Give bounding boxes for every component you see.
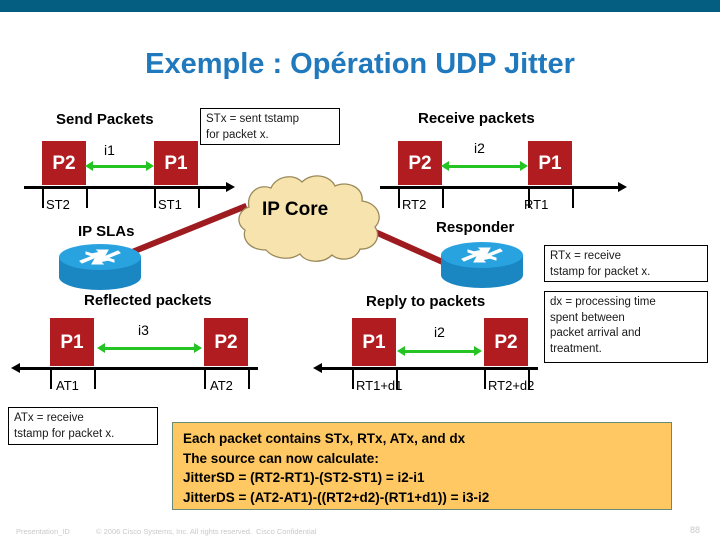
reflected-interval-arrow-right-icon xyxy=(194,343,202,353)
send-interval-label: i1 xyxy=(104,142,115,158)
note-dx-line3: packet arrival and xyxy=(550,327,641,340)
receive-packets-label: Receive packets xyxy=(418,110,535,127)
note-dx-line1: dx = processing time xyxy=(550,296,656,308)
receive-tick-rt2-end xyxy=(442,186,444,208)
note-dx-line2: spent between xyxy=(550,311,625,324)
receive-timeline-axis xyxy=(380,186,620,189)
send-timeline-axis xyxy=(24,186,228,189)
reflected-tick-label-at1: AT1 xyxy=(56,378,79,393)
send-interval-line xyxy=(92,165,148,168)
summary-box: Each packet contains STx, RTx, ATx, and … xyxy=(172,422,672,510)
note-st-line2: for packet x. xyxy=(206,128,269,141)
receive-tick-label-rt1: RT1 xyxy=(524,197,549,212)
receive-timeline-arrow-icon xyxy=(618,182,627,192)
reply-timeline-arrow-icon xyxy=(313,363,322,373)
receive-packet-box-p2: P2 xyxy=(398,141,442,185)
reflected-packet-box-p2: P2 xyxy=(204,318,248,366)
reply-tick-rt2d2-end xyxy=(528,367,530,389)
receive-interval-label: i2 xyxy=(474,140,485,156)
ip-core-label: IP Core xyxy=(262,199,329,220)
reflected-tick-at2-end xyxy=(248,367,250,389)
send-interval-arrow-left-icon xyxy=(85,161,93,171)
reflected-packets-label: Reflected packets xyxy=(84,292,212,309)
reply-timeline-axis xyxy=(322,367,538,370)
page-title: Exemple : Opération UDP Jitter xyxy=(145,48,575,80)
receive-packet-box-p1: P1 xyxy=(528,141,572,185)
receive-interval-arrow-right-icon xyxy=(520,161,528,171)
reflected-packet-box-p1: P1 xyxy=(50,318,94,366)
reflected-interval-line xyxy=(104,347,196,350)
send-tick-st2-end xyxy=(86,186,88,208)
footer-presentation-id: Presentation_ID xyxy=(16,527,70,536)
receive-tick-label-rt2: RT2 xyxy=(402,197,427,212)
reply-interval-arrow-left-icon xyxy=(397,346,405,356)
reply-tick-label-rt2d2: RT2+d2 xyxy=(488,378,535,393)
reply-interval-label: i2 xyxy=(434,324,445,340)
reply-tick-rt1d1-end xyxy=(396,367,398,389)
reflected-timeline-arrow-icon xyxy=(11,363,20,373)
footer-confidential: Cisco Confidential xyxy=(256,527,317,536)
reflected-tick-at1-start xyxy=(50,367,52,389)
send-interval-arrow-right-icon xyxy=(146,161,154,171)
summary-line-3: JitterSD = (RT2-RT1)-(ST2-ST1) = i2-i1 xyxy=(183,470,425,486)
note-rt: RTx = receive tstamp for packet x. xyxy=(544,245,708,282)
summary-line-4: JitterDS = (AT2-AT1)-((RT2+d2)-(RT1+d1))… xyxy=(183,489,490,505)
note-st: STx = sent tstamp for packet x. xyxy=(200,108,340,145)
note-dx-line4: treatment. xyxy=(550,342,602,355)
receive-tick-rt2-start xyxy=(398,186,400,208)
note-rt-line2: tstamp for packet x. xyxy=(550,265,651,278)
reflected-tick-at1-end xyxy=(94,367,96,389)
reply-tick-label-rt1d1: RT1+d1 xyxy=(356,378,403,393)
note-at: ATx = receive tstamp for packet x. xyxy=(8,407,158,445)
ip-core-cloud xyxy=(232,172,388,269)
send-tick-st1-start xyxy=(154,186,156,208)
reply-tick-rt1d1-start xyxy=(352,367,354,389)
send-packets-label: Send Packets xyxy=(56,111,154,128)
send-tick-st2-start xyxy=(42,186,44,208)
summary-line-2: The source can now calculate: xyxy=(183,450,379,466)
router-icon-responder xyxy=(438,239,526,296)
receive-interval-line xyxy=(448,165,522,168)
footer-page-number: 88 xyxy=(690,525,701,535)
reply-tick-rt2d2-start xyxy=(484,367,486,389)
reply-packet-box-p1: P1 xyxy=(352,318,396,366)
receive-tick-rt1-start xyxy=(528,186,530,208)
send-tick-st1-end xyxy=(198,186,200,208)
reflected-interval-label: i3 xyxy=(138,322,149,338)
reflected-timeline-axis xyxy=(20,367,258,370)
receive-tick-rt1-end xyxy=(572,186,574,208)
top-accent-bar xyxy=(0,0,720,12)
reply-packets-label: Reply to packets xyxy=(366,293,486,310)
reply-interval-line xyxy=(404,350,476,353)
footer-copyright: © 2006 Cisco Systems, Inc. All rights re… xyxy=(96,527,253,536)
reflected-tick-label-at2: AT2 xyxy=(210,378,233,393)
note-at-line1: ATx = receive xyxy=(14,412,84,424)
note-st-line1: STx = sent tstamp xyxy=(206,113,299,125)
note-rt-line1: RTx = receive xyxy=(550,250,622,262)
ip-slas-label: IP SLAs xyxy=(78,223,135,240)
send-timeline-arrow-icon xyxy=(226,182,235,192)
responder-label: Responder xyxy=(436,219,515,236)
send-packet-box-p1: P1 xyxy=(154,141,198,185)
receive-interval-arrow-left-icon xyxy=(441,161,449,171)
note-dx: dx = processing time spent between packe… xyxy=(544,291,708,363)
reply-interval-arrow-right-icon xyxy=(474,346,482,356)
send-tick-label-st1: ST1 xyxy=(158,197,182,212)
reflected-tick-at2-start xyxy=(204,367,206,389)
summary-line-1: Each packet contains STx, RTx, ATx, and … xyxy=(183,431,466,446)
send-tick-label-st2: ST2 xyxy=(46,197,70,212)
reply-packet-box-p2: P2 xyxy=(484,318,528,366)
send-packet-box-p2: P2 xyxy=(42,141,86,185)
reflected-interval-arrow-left-icon xyxy=(97,343,105,353)
note-at-line2: tstamp for packet x. xyxy=(14,427,115,440)
router-icon-source xyxy=(56,241,144,298)
